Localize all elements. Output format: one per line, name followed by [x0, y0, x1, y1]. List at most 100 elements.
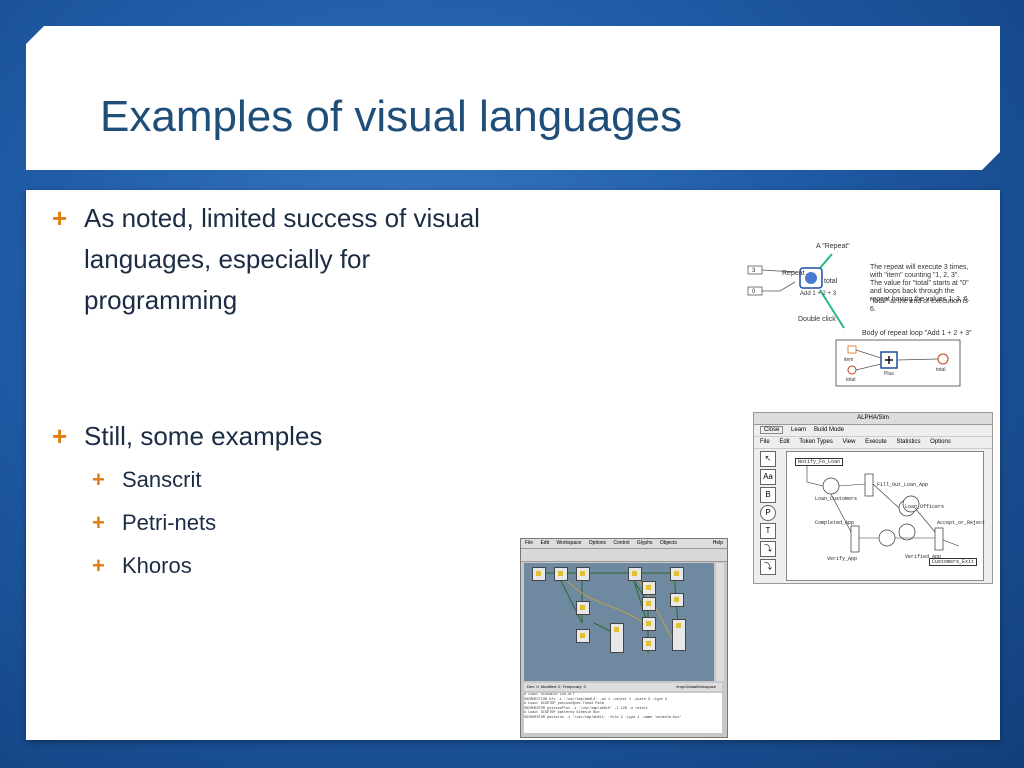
- log-line: # Load: SCSENDIR LOG.SFT: [524, 693, 575, 697]
- repeat-node-label: Repeat: [782, 270, 805, 277]
- transition-tool[interactable]: T: [760, 523, 776, 539]
- sub-bullet-item: + Khoros: [92, 551, 192, 581]
- b-tool[interactable]: B: [760, 487, 776, 503]
- input-value: 3: [752, 268, 756, 274]
- menu-help[interactable]: Help: [712, 540, 723, 546]
- double-click-label: Double click: [798, 316, 836, 323]
- text-tool[interactable]: Aa: [760, 469, 776, 485]
- total-node-label: total: [824, 278, 838, 285]
- input-value: 0: [752, 289, 756, 295]
- dataflow-node[interactable]: [672, 619, 686, 651]
- menu-bar: File Edit Workspace Options Control Glyp…: [521, 539, 727, 549]
- menu-objects[interactable]: Objects: [659, 540, 677, 546]
- dataflow-node[interactable]: [670, 567, 684, 581]
- transition-label: Fill_Out_Loan_App: [877, 482, 929, 488]
- menu-file[interactable]: File: [760, 439, 770, 445]
- place-label: Notify_Fo_Loan: [795, 458, 844, 466]
- menu-options[interactable]: Options: [930, 439, 951, 445]
- repeat-note: The repeat will execute 3 times, with "i…: [870, 264, 970, 303]
- menu-edit[interactable]: Edit: [779, 439, 790, 445]
- dataflow-node[interactable]: [642, 581, 656, 595]
- arc-tool[interactable]: ⤵: [760, 559, 776, 575]
- dataflow-node[interactable]: [576, 629, 590, 643]
- petri-net-canvas[interactable]: Notify_Fo_Loan Loan_Customers Fill_Out_L…: [786, 451, 986, 581]
- loop-body-label: Body of repeat loop "Add 1 + 2 + 3": [862, 330, 972, 337]
- dataflow-node[interactable]: [670, 593, 684, 607]
- menu-view[interactable]: View: [842, 439, 856, 445]
- transition-label: Verify_App: [827, 556, 858, 562]
- dataflow-node[interactable]: [554, 567, 568, 581]
- status-left: Dev: 0, Modified: 0, Temporary: 0: [527, 684, 586, 689]
- menu-token-types[interactable]: Token Types: [799, 439, 833, 445]
- scrollbar[interactable]: [716, 563, 724, 681]
- menu-workspace[interactable]: Workspace: [556, 540, 582, 546]
- place-label: Loan_Customers: [815, 496, 858, 502]
- place-tool[interactable]: P: [760, 505, 776, 521]
- khoros-window: File Edit Workspace Options Control Glyp…: [520, 538, 728, 738]
- dataflow-node[interactable]: [576, 601, 590, 615]
- menu-execute[interactable]: Execute: [865, 439, 887, 445]
- khoros-workspace-canvas[interactable]: [524, 563, 714, 681]
- toolbar: Close Learn Build Mode: [754, 425, 992, 437]
- petri-net-window: ALPHA/Sim Close Learn Build Mode File Ed…: [753, 412, 993, 584]
- place-label: Completed_App: [815, 520, 855, 526]
- transition-label: Accept_or_Reject: [937, 520, 986, 526]
- plus-bullet-icon: +: [52, 421, 68, 451]
- dataflow-node[interactable]: [532, 567, 546, 581]
- plus-bullet-icon: +: [92, 510, 105, 535]
- log-panel: # Load: SCSENDIR LOG.SFT SGCRHECTION kfv…: [524, 693, 722, 733]
- plus-bullet-icon: +: [92, 553, 105, 578]
- menu-bar: File Edit Token Types View Execute Stati…: [754, 437, 992, 449]
- menu-options[interactable]: Options: [588, 540, 607, 546]
- place-label: Verified_App: [905, 554, 942, 560]
- dataflow-node[interactable]: [642, 617, 656, 631]
- dataflow-node[interactable]: [576, 567, 590, 581]
- total-out-label: total: [936, 367, 946, 373]
- close-button[interactable]: Close: [760, 426, 784, 434]
- item-label: item: [844, 357, 854, 363]
- pointer-tool[interactable]: ↖: [760, 451, 776, 467]
- log-line: SGCRHESTOR patterns -i '/usr/tmp/ab8L1' …: [524, 715, 682, 720]
- log-line: SGCRHECTION kfv -i '/usr/tmp/ab8L4' -dx …: [524, 697, 667, 702]
- bullet-text: As noted, limited success of visual lang…: [84, 203, 480, 315]
- dataflow-node[interactable]: [642, 637, 656, 651]
- tool-palette: ↖ Aa B P T ⤵ ⤵: [760, 451, 776, 577]
- log-line: # Load: SCSETOP poissonSpec.Tuned Palm: [524, 702, 604, 706]
- sub-bullet-text: Khoros: [122, 553, 192, 578]
- petri-net-graphic: [806, 466, 960, 553]
- menu-glyphs[interactable]: Glyphs: [636, 540, 653, 546]
- bullet-item: + Still, some examples: [52, 418, 504, 454]
- dataflow-node[interactable]: [610, 623, 624, 653]
- title-panel: [26, 26, 1000, 170]
- place-label: Loan_Officers: [905, 504, 945, 510]
- status-bar: Dev: 0, Modified: 0, Temporary: 0 /tmp/J…: [524, 683, 722, 691]
- dataflow-node[interactable]: [642, 597, 656, 611]
- repeat-label: A "Repeat": [816, 243, 850, 250]
- menu-statistics[interactable]: Statistics: [896, 439, 921, 445]
- sub-bullet-text: Sanscrit: [122, 467, 202, 492]
- build-mode-label: Build Mode: [814, 427, 845, 433]
- log-line: SGCRHESTOR poissonPlot -i '/usr/tmp/ab8L…: [524, 706, 648, 711]
- khoros-toolbar: [521, 549, 727, 562]
- arc-tool[interactable]: ⤵: [760, 541, 776, 557]
- status-right: /tmp/J/dataWorkspace: [676, 684, 716, 689]
- repeat-note-total: "total" at the end of execution is 6.: [870, 298, 968, 313]
- repeat-inner-label: Add 1 + 2 + 3: [800, 291, 837, 297]
- menu-control[interactable]: Control: [613, 540, 630, 546]
- repeat-diagram-figure: A "Repeat" Repeat total Add 1 + 2 + 3 3 …: [740, 232, 972, 392]
- menu-file[interactable]: File: [525, 540, 534, 546]
- plus-bullet-icon: +: [92, 467, 105, 492]
- plus-label: Plus: [884, 371, 894, 377]
- dataflow-node[interactable]: [628, 567, 642, 581]
- plus-bullet-icon: +: [52, 203, 68, 233]
- total-label: total: [846, 377, 856, 383]
- bullet-text: Still, some examples: [84, 421, 323, 451]
- learn-button[interactable]: Learn: [791, 427, 807, 433]
- sub-bullet-text: Petri-nets: [122, 510, 217, 535]
- menu-edit[interactable]: Edit: [540, 540, 550, 546]
- window-title: ALPHA/Sim: [754, 413, 992, 425]
- sub-bullet-item: + Sanscrit: [92, 465, 202, 495]
- place-label: Customers_Exit: [929, 558, 978, 566]
- log-line: # Load: SCSETOP patterns Echesle Box: [524, 711, 600, 715]
